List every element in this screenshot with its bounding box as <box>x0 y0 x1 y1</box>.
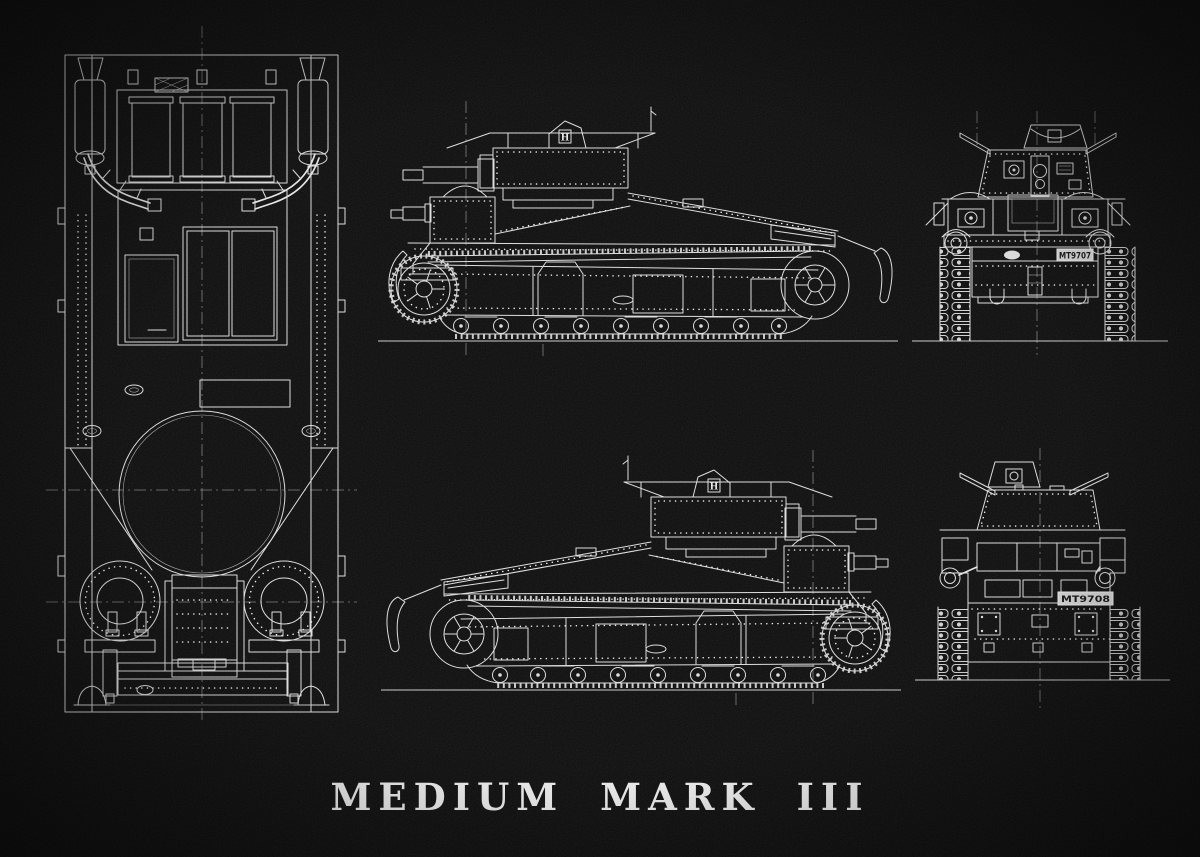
side-view-upper <box>378 101 898 356</box>
rear-view: MT9708 <box>915 448 1170 710</box>
front-view: MT9707 <box>912 111 1168 355</box>
registration-number-front: MT9707 <box>1059 252 1091 262</box>
plan-view <box>46 26 357 722</box>
poster-title: MEDIUM MARK III <box>330 775 870 819</box>
registration-number-rear: MT9708 <box>1061 595 1110 605</box>
side-view-lower <box>381 450 901 705</box>
